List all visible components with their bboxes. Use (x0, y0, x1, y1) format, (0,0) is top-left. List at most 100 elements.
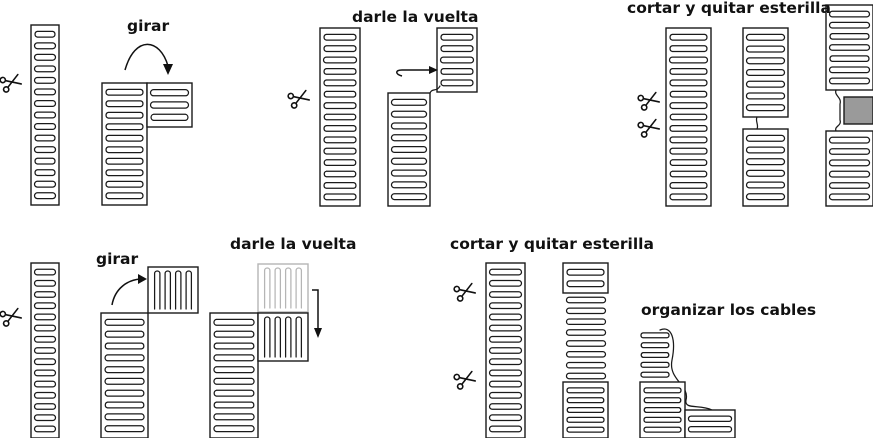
mat-rotated-piece (146, 82, 193, 128)
mat-strip-lower (742, 128, 789, 207)
mat-outline (257, 312, 309, 362)
label-darle-vuelta-bottom: darle la vuelta (230, 235, 356, 253)
mat-outline (147, 266, 199, 314)
mat-strip-upper (562, 262, 609, 294)
loose-heating-cable (565, 296, 607, 380)
curved-arrow-icon (111, 278, 141, 306)
mat-outline (436, 27, 478, 93)
scissors-icon (0, 73, 23, 93)
flip-arrow-icon (312, 289, 319, 330)
panel-darle-vuelta-top: darle la vuelta (287, 8, 478, 207)
heating-cable (322, 33, 358, 201)
mat-flipped-piece (436, 27, 478, 93)
mat-strip (101, 82, 148, 206)
mat-outline (30, 24, 60, 206)
mat-outline (319, 27, 361, 207)
mat-middle-section (565, 296, 607, 380)
label-girar-top: girar (127, 17, 170, 35)
heating-cable (745, 33, 786, 112)
heating-cable (104, 318, 145, 433)
mat-outline (825, 130, 873, 207)
label-organizar-cables: organizar los cables (641, 301, 816, 319)
mat-strip (209, 312, 259, 438)
mat-outline (742, 27, 789, 118)
scissors-icon (453, 282, 477, 302)
heating-cable (566, 387, 605, 433)
mat-strip (665, 27, 712, 207)
mat-strip (485, 262, 526, 438)
mat-strip-upper (742, 27, 789, 118)
mat-outline (742, 128, 789, 207)
bare-wire-section (565, 296, 607, 380)
mat-strip (100, 312, 149, 438)
mat-strip (639, 381, 686, 438)
heating-cable (687, 415, 733, 433)
heating-cable (213, 318, 255, 433)
panel-organizar-cables: organizar los cables (639, 301, 816, 438)
mat-strip (319, 27, 361, 207)
heating-cable (745, 134, 786, 201)
mat-strip (30, 24, 60, 206)
arrowhead (314, 328, 322, 338)
heating-cable (566, 268, 605, 288)
mat-strip-lower (825, 130, 873, 207)
heating-cable (668, 33, 709, 201)
mat-outline (100, 312, 149, 438)
heating-cable (105, 88, 144, 200)
heating-cable (488, 268, 523, 433)
mat-strip-lower (562, 381, 609, 438)
panel-darle-vuelta-bottom: darle la vuelta (209, 235, 356, 438)
mat-outline (684, 409, 736, 438)
loose-heating-cable (640, 332, 670, 378)
lead-wire (755, 116, 759, 130)
label-darle-vuelta-top: darle la vuelta (352, 8, 478, 26)
mat-strip (30, 262, 60, 438)
lead-wire (429, 85, 441, 94)
label-cortar-quitar-bottom: cortar y quitar esterilla (450, 235, 654, 253)
panel-girar-top: girar (0, 17, 193, 206)
mat-outline (387, 92, 431, 207)
mat-outline (101, 82, 148, 206)
arrowhead (138, 274, 147, 284)
mat-rotated-piece (147, 266, 199, 314)
heating-cable (828, 10, 871, 85)
label-cortar-quitar-top: cortar y quitar esterilla (627, 0, 831, 17)
panel-girar-bottom: girar (0, 250, 199, 438)
heating-cable (153, 270, 193, 310)
mat-strip (387, 92, 431, 207)
mat-outline (825, 4, 873, 91)
scissors-icon (287, 89, 311, 109)
heating-cable (643, 387, 682, 433)
panel-cortar-quitar-top: cortar y quitar esterilla (627, 0, 873, 207)
scissors-icon (0, 307, 23, 327)
mat-outline (146, 82, 193, 128)
scissors-icon (453, 370, 477, 390)
mat-strip-upper (825, 4, 873, 91)
heating-cable (439, 33, 475, 87)
lead-wire (835, 89, 841, 132)
ghost-previous-position (257, 263, 309, 313)
scissors-icon (637, 91, 661, 111)
panel-cortar-quitar-bottom: cortar y quitar esterilla (450, 235, 654, 438)
arrowhead (163, 64, 173, 75)
mat-outline (485, 262, 526, 438)
heating-cable (33, 268, 57, 433)
label-girar-bottom: girar (96, 250, 139, 268)
mat-outline (257, 263, 309, 313)
removed-section (843, 96, 873, 125)
loose-cable-runs (640, 332, 670, 378)
mat-ghost-piece (257, 263, 309, 313)
curved-arrow-icon (124, 43, 169, 71)
heating-cable (263, 316, 303, 358)
mat-outline (665, 27, 712, 207)
heating-cable (33, 30, 57, 200)
mat-flipped-piece (257, 312, 309, 362)
mat-outline (562, 262, 609, 294)
arrowhead (429, 66, 438, 74)
mat-folded-piece (684, 409, 736, 438)
heating-cable (149, 88, 190, 122)
hook-arrow-icon (396, 69, 430, 77)
mat-outline (30, 262, 60, 438)
heating-cable (263, 267, 303, 309)
